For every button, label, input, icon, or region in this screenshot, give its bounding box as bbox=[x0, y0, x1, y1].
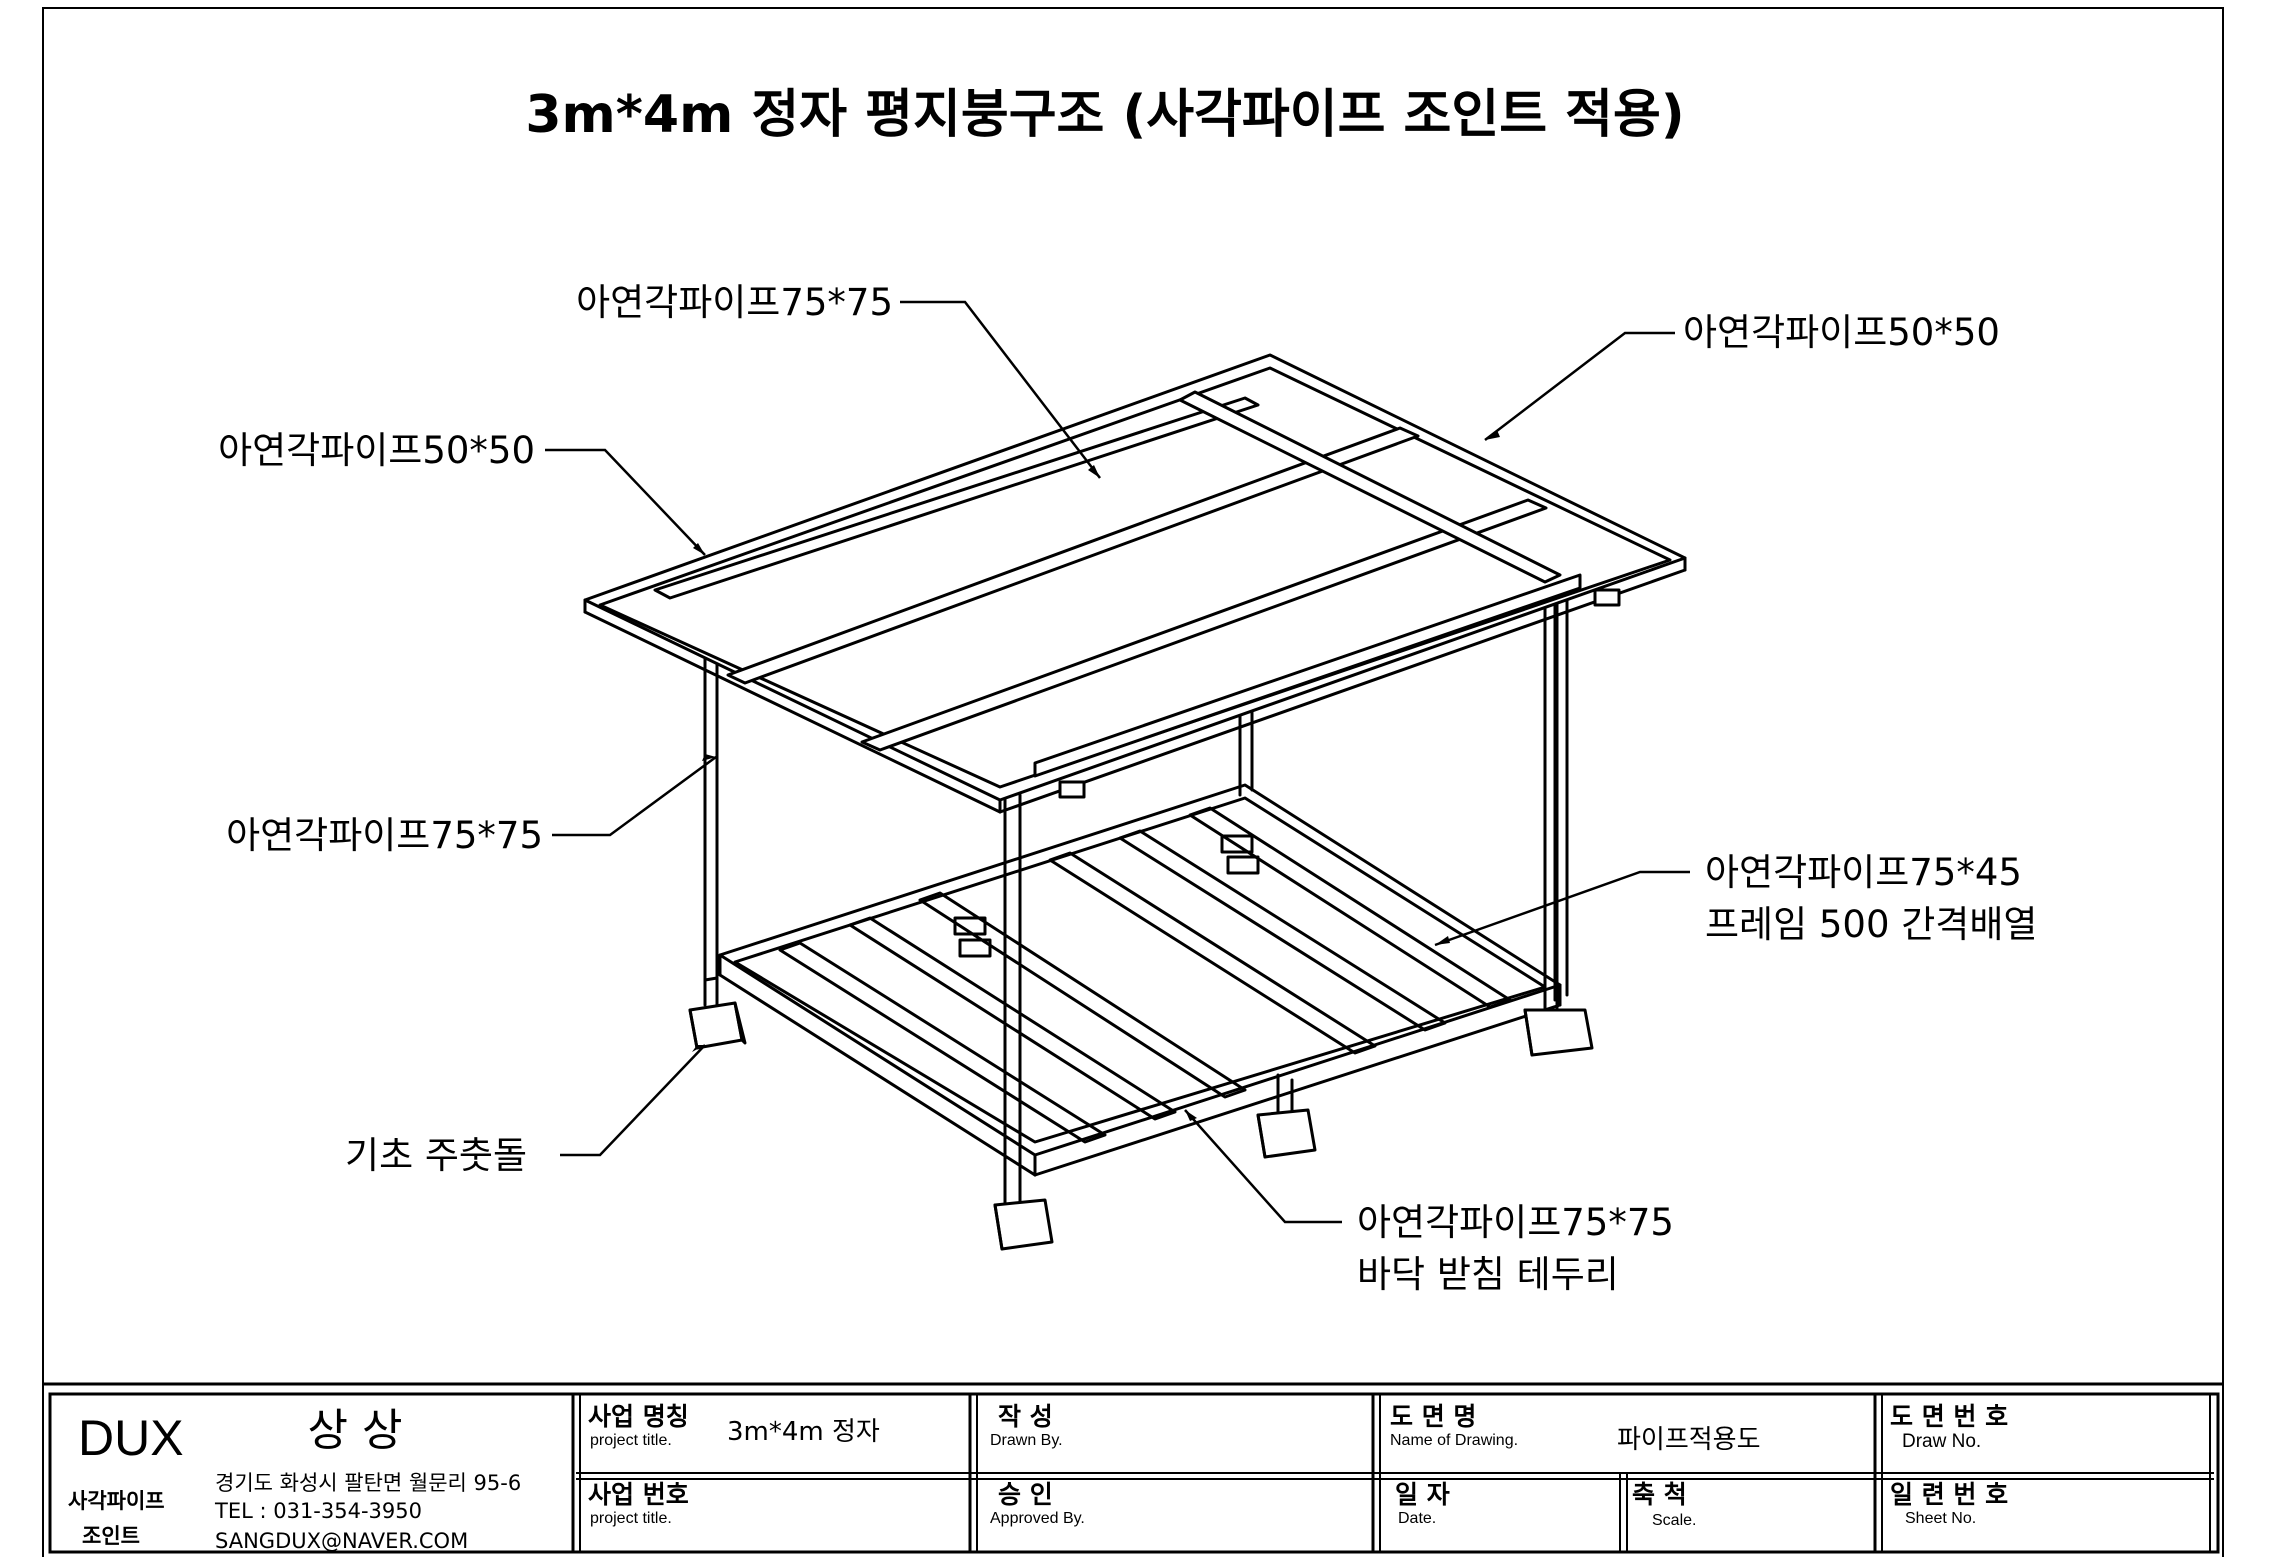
callout-roof-top-beam: 아연각파이프75*75 bbox=[576, 281, 893, 324]
floor-joists bbox=[778, 806, 1512, 1144]
post-front-left bbox=[703, 623, 719, 1007]
back-post-right bbox=[1553, 588, 1569, 1002]
drawn-by-sublabel: Drawn By. bbox=[990, 1432, 1063, 1449]
drawn-by-label: 작 성 bbox=[998, 1402, 1053, 1431]
drawing-name-value: 파이프적용도 bbox=[1617, 1425, 1761, 1455]
project-name-sublabel: project title. bbox=[590, 1432, 672, 1449]
joist-supports bbox=[953, 834, 1260, 958]
drawing-name-sublabel: Name of Drawing. bbox=[1390, 1432, 1518, 1449]
project-number-sublabel: project title. bbox=[590, 1510, 672, 1527]
date-label: 일 자 bbox=[1395, 1480, 1450, 1509]
draw-number-sublabel: Draw No. bbox=[1902, 1431, 1981, 1452]
company-address: 경기도 화성시 팔탄면 월문리 95-6 bbox=[215, 1471, 521, 1495]
brand-line-2: 조인트 bbox=[82, 1524, 140, 1548]
callout-roof-right-frame: 아연각파이프50*50 bbox=[1683, 311, 2000, 354]
post-right bbox=[1543, 598, 1559, 1014]
roof-beams bbox=[653, 390, 1582, 778]
project-number-label: 사업 번호 bbox=[588, 1480, 689, 1509]
callout-floor-joist: 아연각파이프75*45 bbox=[1705, 851, 2022, 894]
floor-frame bbox=[718, 783, 1562, 1177]
company-tel: TEL : 031-354-3950 bbox=[214, 1499, 422, 1523]
footing-stones bbox=[688, 1001, 1594, 1251]
callout-footing: 기초 주춧돌 bbox=[345, 1134, 527, 1177]
company-name-korean: 상 상 bbox=[308, 1405, 403, 1456]
approved-by-sublabel: Approved By. bbox=[990, 1510, 1085, 1527]
roof-beam-caps bbox=[1058, 588, 1621, 799]
draw-number-label: 도 면 번 호 bbox=[1890, 1402, 2008, 1431]
callout-leaders bbox=[545, 300, 1690, 1224]
callout-roof-left-frame: 아연각파이프50*50 bbox=[218, 429, 535, 472]
callout-floor-frame: 아연각파이프75*75 bbox=[1357, 1201, 1674, 1244]
scale-sublabel: Scale. bbox=[1652, 1512, 1696, 1529]
post-front-near bbox=[1003, 788, 1022, 1210]
brand-line-1: 사각파이프 bbox=[68, 1489, 165, 1513]
date-sublabel: Date. bbox=[1398, 1510, 1436, 1527]
project-name-value: 3m*4m 정자 bbox=[727, 1417, 880, 1447]
callout-floor-frame-desc: 바닥 받침 테두리 bbox=[1357, 1253, 1619, 1296]
pavilion-structure bbox=[583, 353, 1687, 1251]
callout-post: 아연각파이프75*75 bbox=[226, 814, 543, 857]
approved-by-label: 승 인 bbox=[998, 1480, 1053, 1509]
callout-floor-joist-spacing: 프레임 500 간격배열 bbox=[1705, 903, 2037, 946]
drawing-name-label: 도 면 명 bbox=[1390, 1402, 1476, 1431]
drawing-title: 3m*4m 정자 평지붕구조 (사각파이프 조인트 적용) bbox=[525, 85, 1684, 145]
sheet-number-label: 일 련 번 호 bbox=[1890, 1480, 2008, 1509]
scale-label: 축 척 bbox=[1632, 1480, 1687, 1509]
title-block: DUX 상 상 사각파이프 조인트 경기도 화성시 팔탄면 월문리 95-6 T… bbox=[43, 1382, 2223, 1554]
sheet-border bbox=[42, 7, 2224, 1557]
company-name: DUX bbox=[78, 1410, 184, 1466]
project-name-label: 사업 명칭 bbox=[588, 1402, 689, 1431]
callout-arrowheads bbox=[692, 430, 1500, 1121]
roof-frame bbox=[583, 353, 1687, 814]
company-email: SANGDUX@NAVER.COM bbox=[215, 1529, 468, 1553]
sheet-number-sublabel: Sheet No. bbox=[1905, 1510, 1976, 1527]
callout-labels: 아연각파이프75*75 아연각파이프50*50 아연각파이프50*50 아연각파… bbox=[218, 281, 2037, 1296]
